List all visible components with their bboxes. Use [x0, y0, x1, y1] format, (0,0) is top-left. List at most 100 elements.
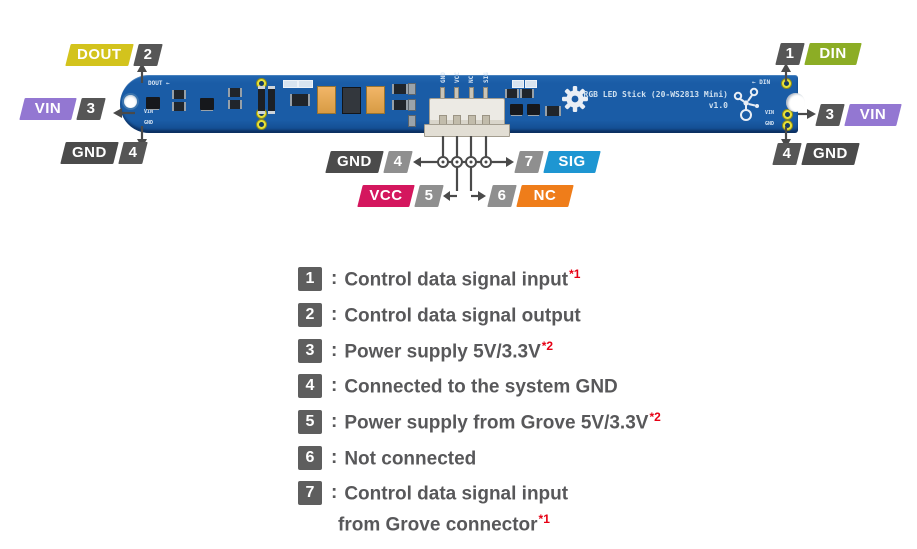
callout-din: 1 DIN	[775, 43, 862, 65]
resistor	[258, 86, 265, 114]
silkscreen-gnd-right: GND	[765, 121, 775, 127]
board-notch	[786, 93, 805, 112]
resistor	[268, 86, 275, 114]
footnote-marker-1: *1	[569, 266, 581, 281]
board-version: v1.0	[708, 101, 728, 110]
legend-number-6: 6	[298, 446, 322, 470]
legend-separator: :	[331, 411, 338, 432]
silkscreen-gnd-left: GND	[144, 120, 154, 126]
pin-label-vin-right: VIN	[844, 104, 902, 126]
transistor	[200, 98, 214, 110]
callout-gnd-left: GND 4	[60, 142, 148, 164]
legend-number-4: 4	[298, 374, 322, 398]
ic-chip	[172, 90, 186, 99]
silkscreen-label-box	[283, 80, 298, 88]
ic-chip	[520, 89, 534, 98]
legend-text-1: Control data signal input*1	[344, 266, 581, 291]
silkscreen-label-box	[512, 80, 524, 88]
legend-text-2: Control data signal output	[344, 305, 581, 327]
callout-dout: DOUT 2	[65, 44, 163, 66]
callout-sig: 7 SIG	[514, 151, 601, 173]
legend-separator: :	[331, 447, 338, 468]
pin-number-4-right: 4	[772, 143, 802, 165]
legend-separator: :	[331, 304, 338, 325]
legend-number-1: 1	[298, 267, 322, 291]
pin-number-4-grove: 4	[383, 151, 413, 173]
pin-label-vcc: VCC	[357, 185, 415, 207]
capacitor	[366, 86, 385, 114]
arrow-up-din	[781, 63, 791, 72]
pin-label-gnd-grove: GND	[325, 151, 384, 173]
pin-label-sig: SIG	[543, 151, 601, 173]
ic-chip	[545, 106, 561, 116]
pin-number-7: 7	[514, 151, 544, 173]
callout-gnd-grove: GND 4	[325, 151, 413, 173]
legend-text-4: Connected to the system GND	[344, 376, 618, 398]
ic-chip	[392, 84, 408, 94]
legend-item-2: 2 : Control data signal output	[298, 302, 582, 328]
legend-text-5: Power supply from Grove 5V/3.3V*2	[344, 409, 661, 434]
legend-separator: :	[331, 482, 338, 503]
inductor	[342, 87, 361, 114]
ic-chip	[392, 100, 408, 110]
arrow-up-dout	[137, 63, 147, 72]
legend-number-2: 2	[298, 303, 322, 327]
legend-item-4: 4 : Connected to the system GND	[298, 373, 619, 399]
legend-text-7-line2: from Grove connector*1	[338, 512, 550, 536]
legend-item-1: 1 : Control data signal input*1	[298, 266, 580, 292]
mounting-hole	[124, 95, 137, 108]
callout-gnd-right: 4 GND	[772, 143, 860, 165]
pcb-board: DOUT ← VIN GND ← DIN VIN GND GND VCC NC …	[120, 72, 798, 137]
arrow-left-vin	[113, 108, 122, 118]
pin-number-3-right: 3	[815, 104, 845, 126]
pin-label-dout: DOUT	[65, 44, 134, 66]
solder-pad	[408, 83, 416, 95]
transistor	[527, 104, 540, 115]
legend-separator: :	[331, 375, 338, 396]
arrow-right-sig	[506, 157, 514, 167]
silkscreen-din: ← DIN	[752, 79, 771, 86]
silkscreen-vin-left: VIN	[144, 109, 154, 115]
legend-separator: :	[331, 340, 338, 361]
pin-number-2: 2	[132, 44, 163, 66]
footnote-marker-7b: *1	[538, 512, 550, 526]
pin-label-vin-left: VIN	[19, 98, 77, 120]
callout-vin-right: 3 VIN	[815, 104, 902, 126]
gear-logo-icon	[562, 86, 588, 112]
legend-number-3: 3	[298, 339, 322, 363]
board-title: RGB LED Stick (20-WS2813 Mini)	[583, 90, 729, 99]
pin-number-4-left: 4	[118, 142, 148, 164]
silkscreen-vin-right: VIN	[765, 110, 775, 116]
legend-text-7: Control data signal input	[344, 483, 569, 505]
arrow-right-nc	[478, 191, 486, 201]
callout-vcc: VCC 5	[357, 185, 444, 207]
ic-chip	[290, 94, 310, 106]
pin-label-din: DIN	[804, 43, 862, 65]
silkscreen-dout: DOUT ←	[148, 80, 170, 87]
footnote-marker-5: *2	[649, 409, 661, 424]
legend-number-5: 5	[298, 410, 322, 434]
pad-vin-right	[783, 110, 792, 119]
legend-separator: :	[331, 268, 338, 289]
pin-label-gnd-left: GND	[60, 142, 119, 164]
pin-label-gnd-right: GND	[801, 143, 860, 165]
pad-gnd-left	[257, 120, 266, 129]
pin-number-6: 6	[487, 185, 517, 207]
legend-item-5: 5 : Power supply from Grove 5V/3.3V*2	[298, 409, 661, 435]
silkscreen-label-box	[525, 80, 537, 88]
callout-vin-left: VIN 3	[19, 98, 106, 120]
transistor	[510, 104, 523, 115]
grove-connector-base	[424, 124, 510, 137]
pad-gnd-right	[783, 121, 792, 130]
arrow-left-vcc	[443, 191, 450, 201]
solder-pad	[408, 115, 416, 127]
callout-nc: 6 NC	[487, 185, 574, 207]
legend-item-7: 7 : Control data signal input	[298, 480, 569, 506]
ic-chip	[228, 88, 242, 97]
ic-chip	[228, 100, 242, 109]
molecule-logo-icon	[733, 87, 759, 121]
ic-chip	[172, 102, 186, 111]
legend-item-3: 3 : Power supply 5V/3.3V*2	[298, 338, 553, 364]
